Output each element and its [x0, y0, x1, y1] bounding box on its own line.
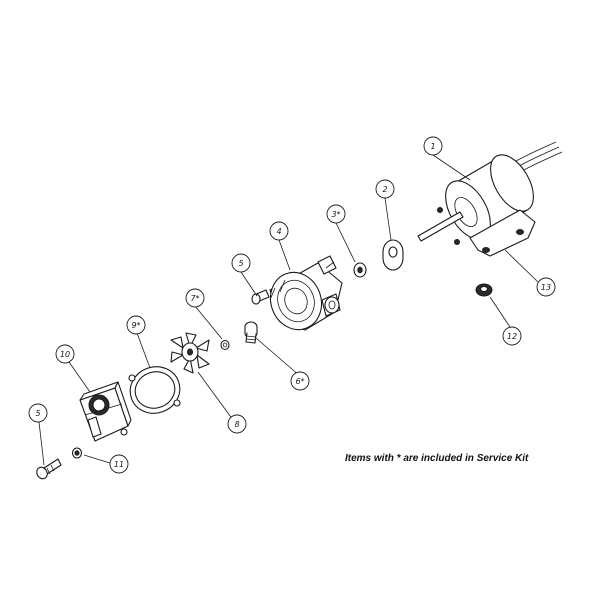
callout-4: 4	[269, 221, 289, 241]
washer	[353, 262, 367, 278]
callout-1: 1	[423, 136, 443, 156]
callout-7: 7*	[185, 288, 205, 308]
callout-6: 6*	[290, 371, 310, 391]
callout-6-label: 6*	[295, 377, 304, 386]
callout-8: 8	[227, 414, 247, 434]
callout-10-label: 10	[60, 350, 70, 359]
callout-13: 13	[536, 277, 556, 297]
callout-5-upper: 5	[231, 253, 251, 273]
callout-12-label: 12	[507, 332, 517, 341]
callout-2-label: 2	[382, 185, 387, 194]
callout-11: 11	[109, 454, 129, 474]
callout-13-label: 13	[541, 283, 551, 292]
impeller-screw	[244, 321, 258, 344]
leader-lines	[38, 154, 539, 466]
callout-1-label: 1	[430, 142, 435, 151]
callout-5-lower: 5	[28, 403, 48, 423]
callout-4-label: 4	[276, 227, 281, 236]
callout-8-label: 8	[234, 420, 239, 429]
seal	[382, 239, 404, 271]
callout-5-upper-label: 5	[238, 259, 243, 268]
gasket	[128, 366, 181, 414]
callout-12: 12	[502, 326, 522, 346]
callout-9-label: 9*	[131, 321, 140, 330]
callout-3-label: 3*	[331, 210, 340, 219]
grommet	[475, 283, 493, 297]
housing-screw	[251, 289, 270, 305]
cover-screw	[36, 458, 62, 480]
callout-5-lower-label: 5	[35, 409, 40, 418]
callout-2: 2	[375, 179, 395, 199]
impeller	[170, 332, 210, 374]
callout-10: 10	[55, 344, 75, 364]
callout-9: 9*	[126, 315, 146, 335]
small-o-ring	[220, 339, 230, 351]
pump-housing	[269, 255, 343, 331]
service-kit-note: Items with * are included in Service Kit	[345, 453, 529, 464]
callout-7-label: 7*	[190, 294, 199, 303]
pump-cover	[79, 381, 132, 442]
callout-11-label: 11	[114, 460, 124, 469]
callout-3: 3*	[326, 204, 346, 224]
cover-washer	[71, 447, 83, 459]
motor	[417, 141, 563, 257]
